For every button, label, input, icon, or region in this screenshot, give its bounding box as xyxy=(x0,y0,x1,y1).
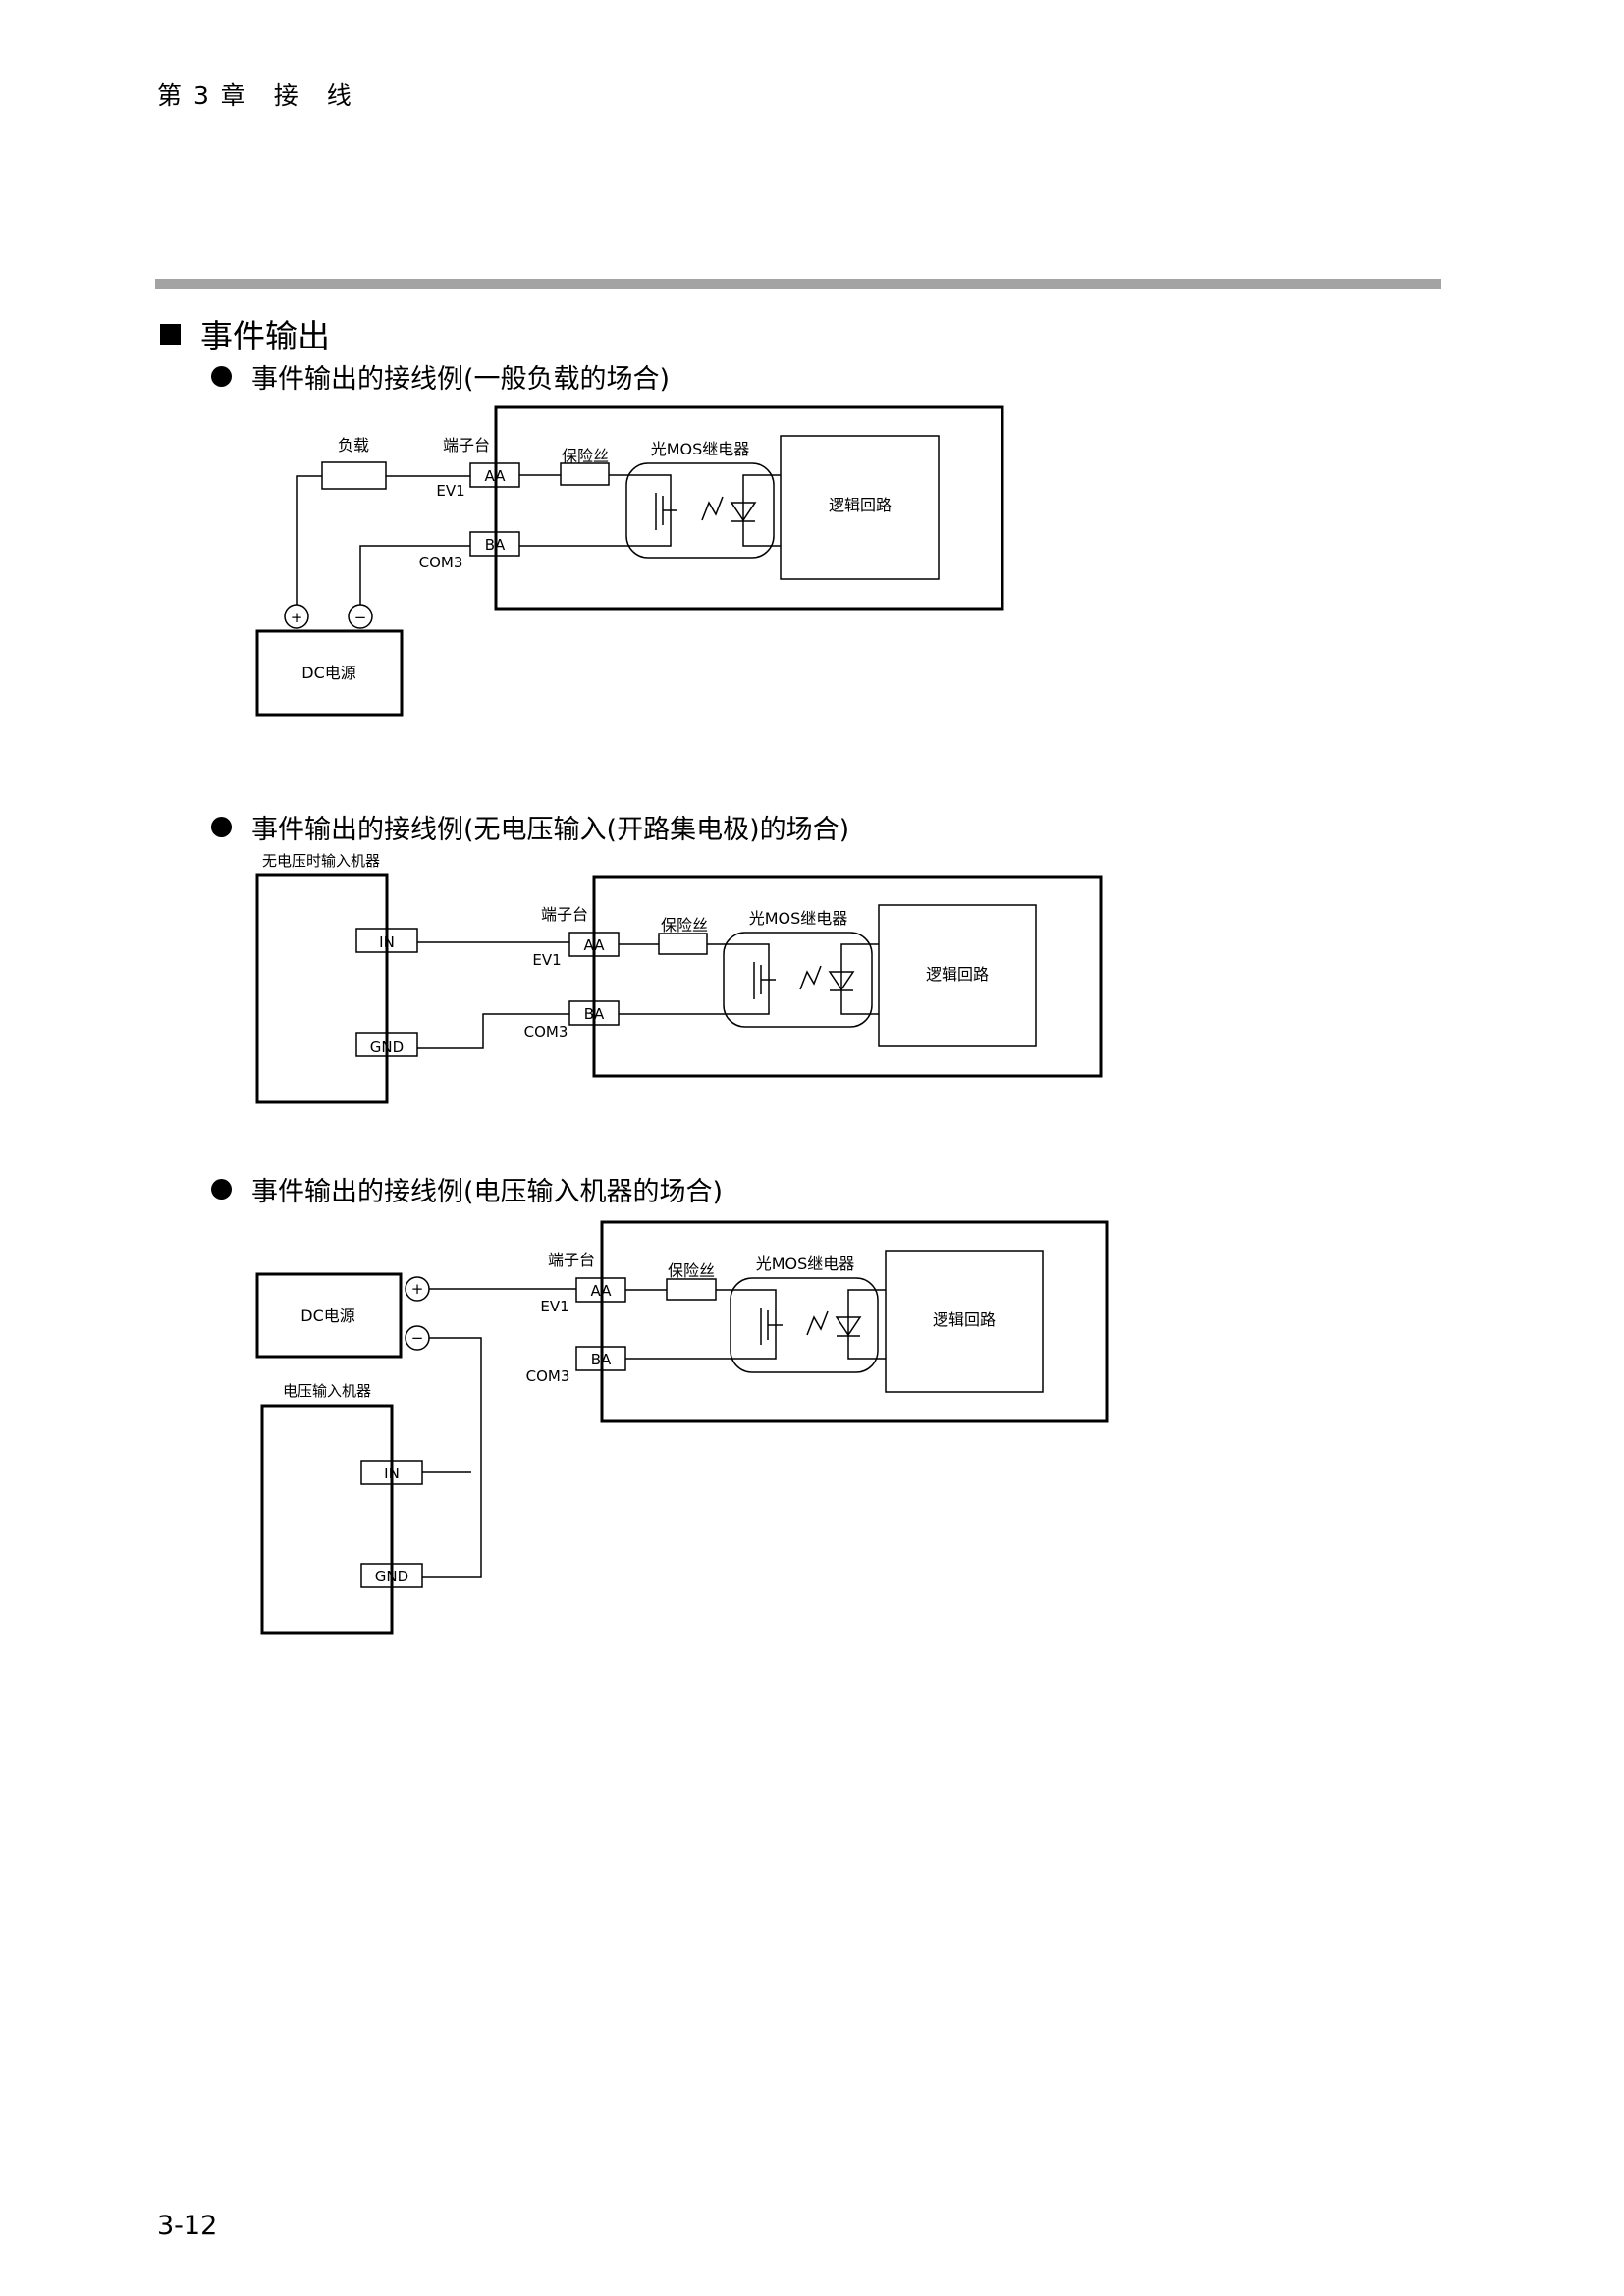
logic-circuit-box xyxy=(878,904,1037,1047)
aa-label: AA xyxy=(584,936,606,954)
terminal-ba xyxy=(469,531,520,557)
plus-sign: + xyxy=(411,1280,424,1298)
dc-power-label: DC电源 xyxy=(301,664,356,682)
example-1-title-text: 事件输出的接线例(一般负载的场合) xyxy=(251,364,671,395)
relay-label: 光MOS继电器 xyxy=(651,440,750,458)
logic-circuit-label: 逻辑回路 xyxy=(933,1310,996,1329)
fuse-label: 保险丝 xyxy=(661,916,708,934)
logic-circuit-box xyxy=(780,435,940,580)
gnd-label: GND xyxy=(375,1568,408,1585)
section-title-text: 事件输出 xyxy=(200,317,330,355)
terminal-ba xyxy=(568,1000,620,1026)
load-label: 负载 xyxy=(338,436,369,454)
section-divider xyxy=(155,279,1441,289)
fuse-symbol xyxy=(560,462,610,486)
fuse-symbol xyxy=(666,1278,717,1301)
relay-label: 光MOS继电器 xyxy=(749,909,848,928)
round-bullet-icon xyxy=(211,366,232,387)
in-label: IN xyxy=(384,1465,400,1482)
gnd-terminal xyxy=(355,1032,418,1057)
example-3-title: 事件输出的接线例(电压输入机器的场合) xyxy=(211,1170,723,1208)
round-bullet-icon xyxy=(211,817,232,837)
ba-label: BA xyxy=(485,536,506,554)
logic-circuit-box xyxy=(885,1250,1044,1393)
photo-mos-relay-outline xyxy=(625,462,775,559)
example-2-title: 事件输出的接线例(无电压输入(开路集电极)的场合) xyxy=(211,808,849,846)
gnd-terminal xyxy=(360,1563,423,1588)
chapter-header: 第 3 章 接 线 xyxy=(157,81,353,110)
logic-circuit-label: 逻辑回路 xyxy=(829,496,892,514)
relay-label: 光MOS继电器 xyxy=(756,1255,855,1273)
dc-power-box xyxy=(255,629,404,717)
plus-sign: + xyxy=(291,609,303,626)
example-2-title-text: 事件输出的接线例(无电压输入(开路集电极)的场合) xyxy=(251,815,850,845)
logic-circuit-label: 逻辑回路 xyxy=(926,965,989,984)
in-terminal xyxy=(355,928,418,953)
com3-label: COM3 xyxy=(526,1367,570,1385)
aa-label: AA xyxy=(591,1282,613,1300)
page-number: 3-12 xyxy=(157,2211,218,2241)
input-device-box xyxy=(255,873,389,1104)
ev1-label: EV1 xyxy=(436,482,464,500)
photo-mos-relay-outline xyxy=(723,932,873,1028)
minus-sign: − xyxy=(354,609,367,626)
in-label: IN xyxy=(379,934,395,951)
ba-label: BA xyxy=(584,1005,605,1023)
dc-power-label: DC电源 xyxy=(300,1307,355,1325)
com3-label: COM3 xyxy=(524,1023,568,1041)
input-device-label: 电压输入机器 xyxy=(283,1382,371,1400)
example-1-title: 事件输出的接线例(一般负载的场合) xyxy=(211,357,670,396)
aa-label: AA xyxy=(485,467,507,485)
gnd-label: GND xyxy=(370,1039,404,1056)
terminal-label: 端子台 xyxy=(541,905,588,924)
minus-sign: − xyxy=(411,1329,424,1347)
ev1-label: EV1 xyxy=(540,1298,568,1315)
fuse-label: 保险丝 xyxy=(668,1261,715,1280)
controller-box xyxy=(494,405,1004,611)
input-device-box xyxy=(260,1404,394,1635)
terminal-label: 端子台 xyxy=(548,1251,595,1269)
square-bullet-icon xyxy=(160,323,181,345)
terminal-label: 端子台 xyxy=(443,436,490,454)
controller-box xyxy=(600,1220,1109,1423)
ev1-label: EV1 xyxy=(532,951,561,969)
com3-label: COM3 xyxy=(419,554,463,571)
round-bullet-icon xyxy=(211,1179,232,1200)
dc-power-box xyxy=(255,1272,403,1359)
photo-mos-relay-outline xyxy=(730,1277,879,1373)
fuse-label: 保险丝 xyxy=(562,447,609,465)
section-title: 事件输出 xyxy=(160,310,330,357)
ba-label: BA xyxy=(591,1351,612,1368)
controller-box xyxy=(592,875,1103,1078)
example-3-title-text: 事件输出的接线例(电压输入机器的场合) xyxy=(251,1177,724,1207)
input-device-label: 无电压时输入机器 xyxy=(262,852,380,870)
